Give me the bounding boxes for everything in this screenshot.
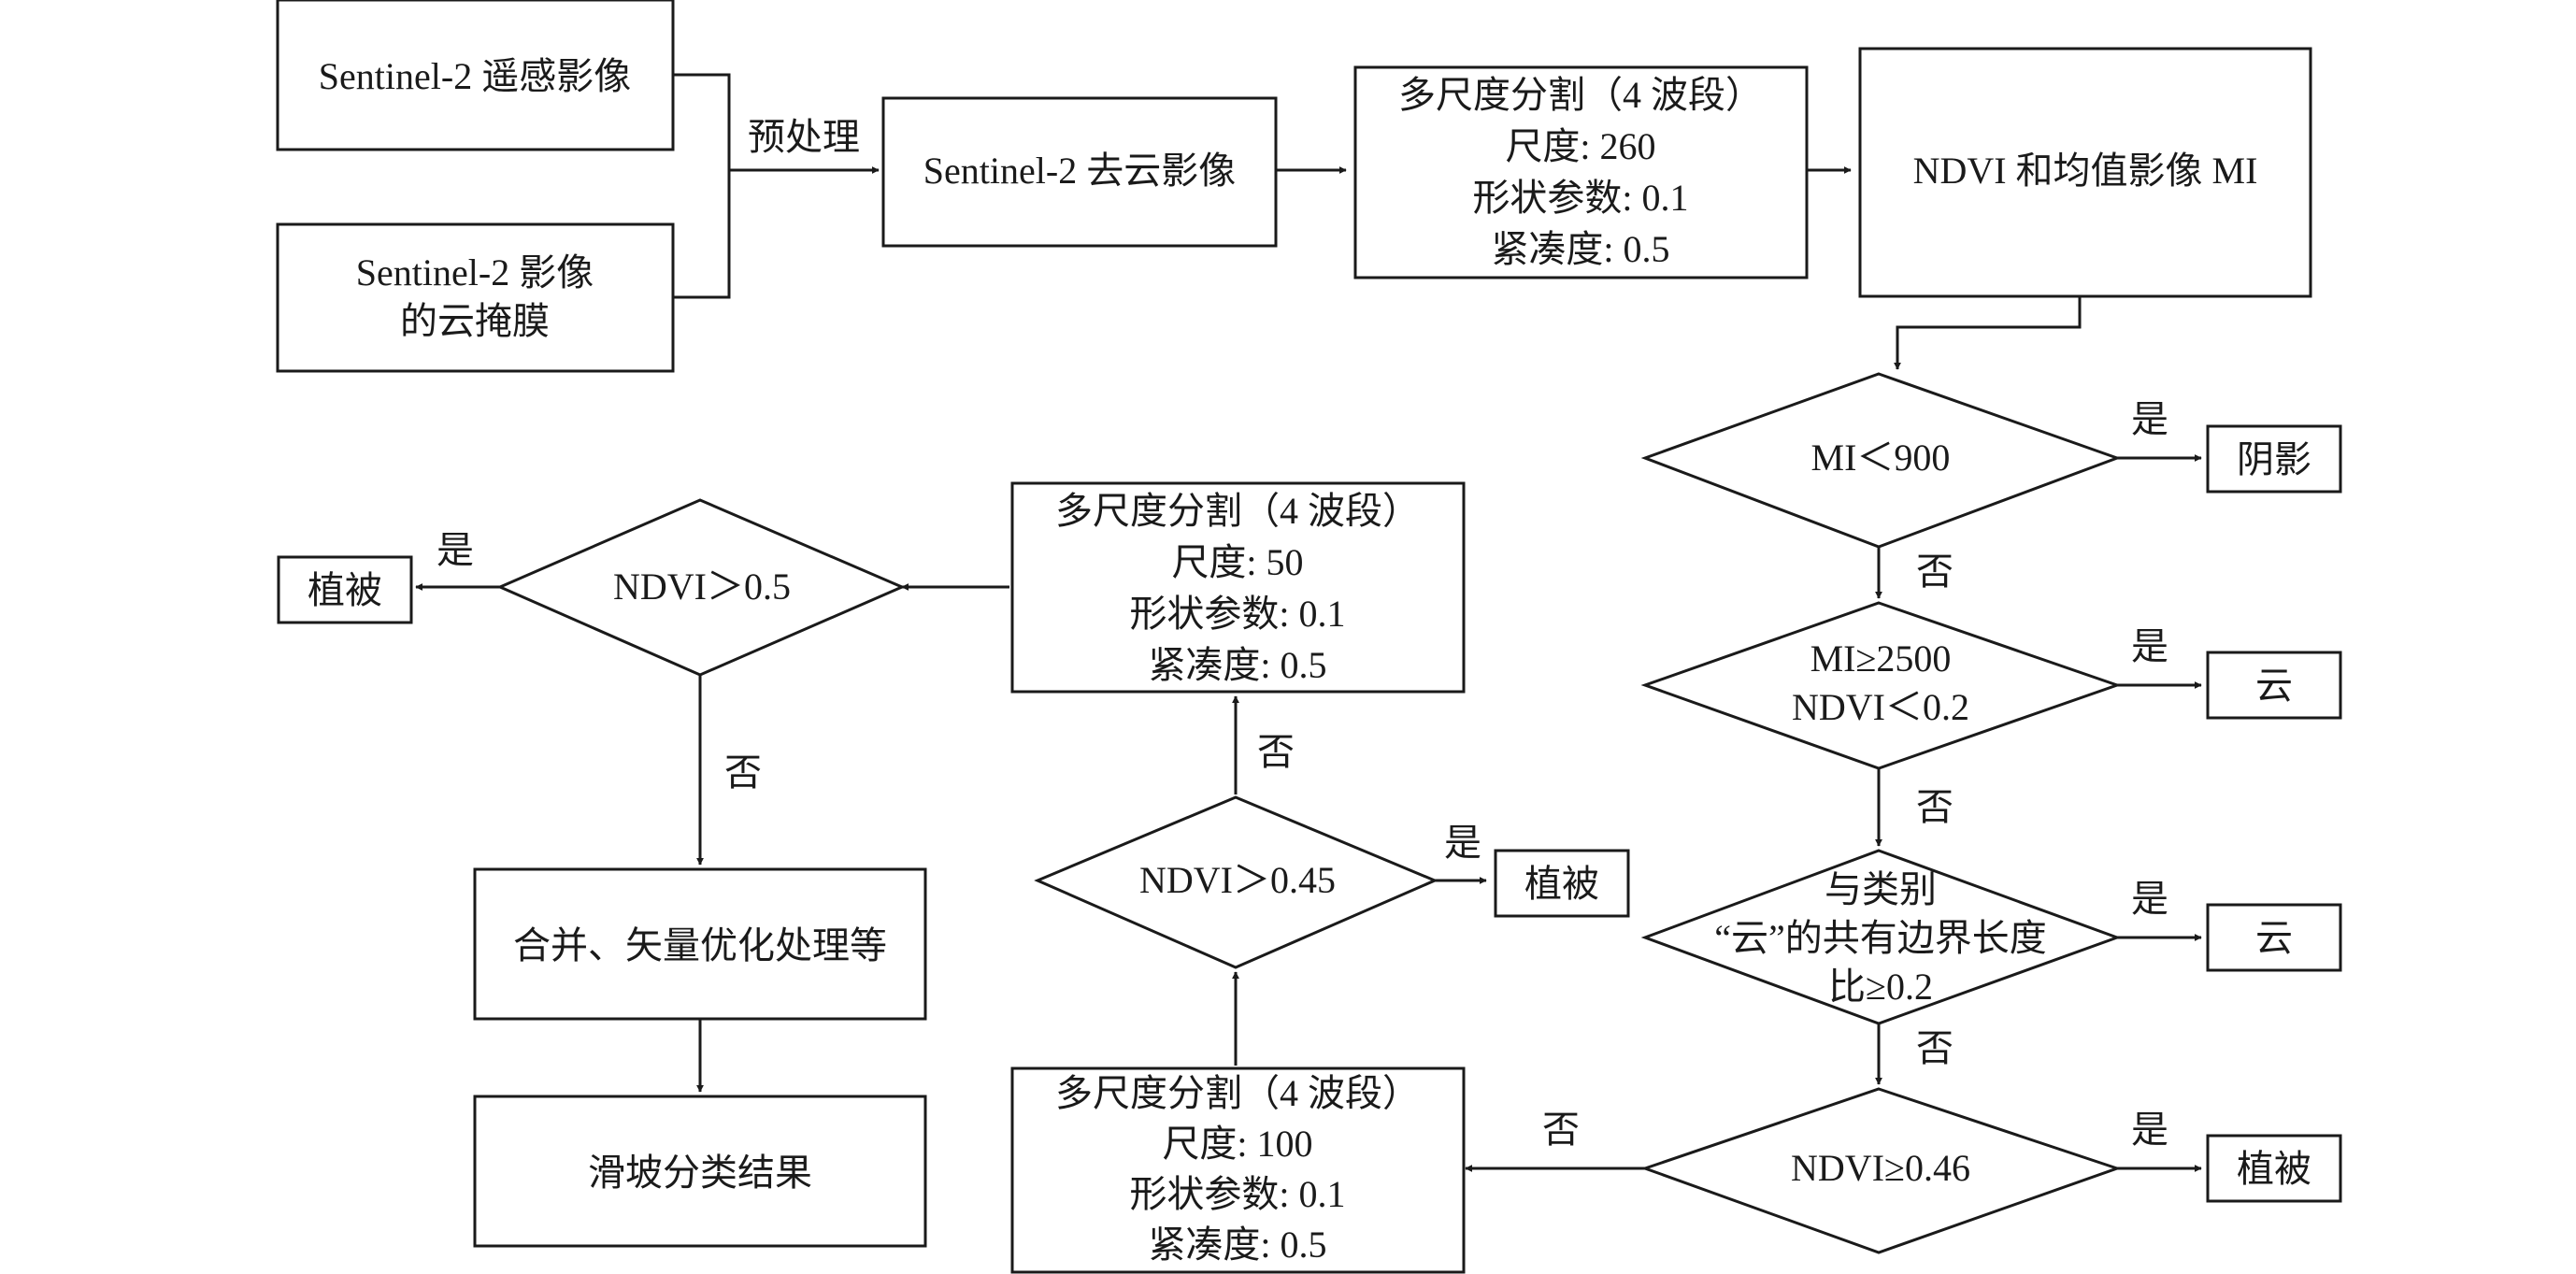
shadow-label: 阴影 [2237,438,2311,480]
seg50-line-4: 紧凑度: 0.5 [1148,644,1326,686]
result-label: 滑坡分类结果 [588,1152,812,1194]
no-label-mi2500: 否 [1916,786,1953,828]
merge-label: 合并、矢量优化处理等 [513,924,887,966]
no-label-ndvi05: 否 [724,752,762,794]
decision-mi-900-label: MI＜900 [1811,437,1951,479]
connectors [415,73,2202,1172]
cloud-mask-line-2: 的云掩膜 [400,300,550,342]
seg100-line-3: 形状参数: 0.1 [1129,1173,1345,1215]
decision-border-line-1: 与类别 [1825,868,1937,910]
decision-ndvi-046-label: NDVI≥0.46 [1791,1147,1970,1189]
decision-border-ratio: 与类别 “云”的共有边界长度 比≥0.2 [1640,849,2122,1025]
seg50-line-3: 形状参数: 0.1 [1129,593,1345,635]
yes-label-ndvi05: 是 [436,529,474,571]
decision-mi-900: MI＜900 [1640,372,2122,549]
node-veg-3: 植被 [277,555,413,624]
decision-ndvi-05-label: NDVI＞0.5 [613,565,791,608]
arrow-to-d-mi900 [1894,296,2082,370]
node-s2-imagery: Sentinel-2 遥感影像 [276,0,675,151]
seg100-line-4: 紧凑度: 0.5 [1148,1224,1326,1266]
cloud-2-label: 云 [2255,917,2293,959]
seg260-line-3: 形状参数: 0.1 [1472,177,1688,219]
veg-3-label: 植被 [308,569,382,611]
preprocess-label: 预处理 [748,116,860,158]
decision-mi-2500-line-1: MI≥2500 [1810,637,1952,680]
cloud-mask-line-1: Sentinel-2 影像 [356,251,594,293]
seg260-line-2: 尺度: 260 [1505,125,1655,167]
s2-cloudfree-label: Sentinel-2 去云影像 [923,150,1236,192]
no-label-ndvi046: 否 [1542,1109,1580,1151]
seg50-line-1: 多尺度分割（4 波段） [1055,490,1420,532]
seg260-line-1: 多尺度分割（4 波段） [1398,74,1763,116]
seg50-line-2: 尺度: 50 [1171,541,1303,583]
node-ndvi-mi: NDVI 和均值影像 MI [1858,47,2312,298]
yes-label-ndvi045: 是 [1444,822,1481,864]
veg-1-label: 植被 [2237,1148,2311,1190]
seg260-line-4: 紧凑度: 0.5 [1491,228,1669,270]
yes-label-ndvi046: 是 [2131,1109,2168,1151]
decision-border-line-3: 比≥0.2 [1828,966,1933,1008]
decision-ndvi-046: NDVI≥0.46 [1640,1087,2122,1254]
node-cloud-2: 云 [2206,903,2342,972]
node-seg-50: 多尺度分割（4 波段） 尺度: 50 形状参数: 0.1 紧凑度: 0.5 [1010,481,1466,694]
decision-border-line-2: “云”的共有边界长度 [1714,917,2047,959]
decision-mi-2500: MI≥2500 NDVI＜0.2 [1640,601,2122,770]
node-shadow: 阴影 [2206,424,2342,494]
node-s2-cloud-mask: Sentinel-2 影像 的云掩膜 [276,222,675,373]
yes-label-border: 是 [2131,878,2168,920]
yes-label-mi2500: 是 [2131,625,2168,667]
node-cloud-1: 云 [2206,651,2342,720]
decision-ndvi-045-label: NDVI＞0.45 [1139,859,1336,901]
merge-bracket [673,73,731,299]
node-s2-cloudfree: Sentinel-2 去云影像 [881,96,1278,248]
node-result: 滑坡分类结果 [473,1095,927,1248]
ndvi-mi-label: NDVI 和均值影像 MI [1913,150,2258,192]
cloud-1-label: 云 [2255,665,2293,707]
node-merge: 合并、矢量优化处理等 [473,867,927,1021]
decision-ndvi-045: NDVI＞0.45 [1034,795,1438,969]
yes-label-mi900: 是 [2131,398,2168,440]
seg100-line-2: 尺度: 100 [1162,1123,1312,1165]
decision-ndvi-05: NDVI＞0.5 [496,498,906,677]
node-veg-1: 植被 [2206,1134,2342,1203]
node-seg-260: 多尺度分割（4 波段） 尺度: 260 形状参数: 0.1 紧凑度: 0.5 [1353,65,1809,279]
seg100-line-1: 多尺度分割（4 波段） [1055,1072,1420,1114]
decision-mi-2500-line-2: NDVI＜0.2 [1792,686,1969,728]
veg-2-label: 植被 [1524,863,1599,905]
no-label-ndvi045: 否 [1257,731,1295,773]
node-seg-100: 多尺度分割（4 波段） 尺度: 100 形状参数: 0.1 紧凑度: 0.5 [1010,1066,1466,1274]
no-label-mi900: 否 [1916,551,1953,593]
no-label-border: 否 [1916,1027,1953,1069]
node-veg-2: 植被 [1494,849,1630,918]
s2-imagery-label: Sentinel-2 遥感影像 [319,55,631,97]
